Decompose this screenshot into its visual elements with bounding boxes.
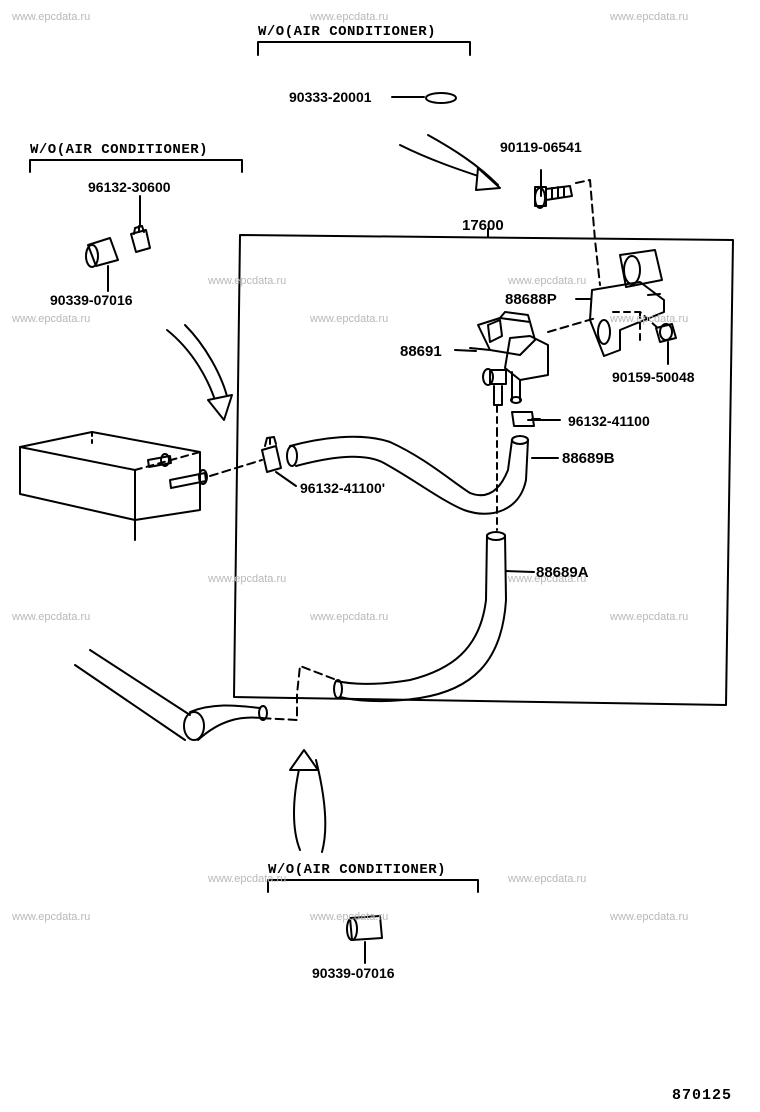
watermark: www.epcdata.ru <box>508 873 587 885</box>
watermark: www.epcdata.ru <box>12 11 91 23</box>
part-label-bracket[interactable]: 88688P <box>505 291 557 308</box>
part-label-bolt-right[interactable]: 90159-50048 <box>612 369 695 385</box>
clip-96132-41100-mid <box>261 436 282 473</box>
left-group-bracket <box>29 159 243 173</box>
hose-90339-bottom <box>346 915 383 941</box>
stud-right <box>169 469 208 489</box>
bolt-90119 <box>534 185 573 209</box>
group-label-bottom: W/O(AIR CONDITIONER) <box>268 862 447 878</box>
watermark: www.epcdata.ru <box>610 313 689 325</box>
watermark: www.epcdata.ru <box>508 275 587 287</box>
bolt-90159 <box>655 323 677 343</box>
watermark: www.epcdata.ru <box>310 611 389 623</box>
engine-block <box>19 431 201 541</box>
watermark: www.epcdata.ru <box>508 573 587 585</box>
part-label-hose-bottom[interactable]: 90339-07016 <box>312 965 395 981</box>
stud-left <box>147 453 172 468</box>
assembly-frame <box>233 234 734 706</box>
gasket-ring <box>425 92 457 104</box>
part-label-vsv[interactable]: 88691 <box>400 343 442 360</box>
watermark: www.epcdata.ru <box>310 313 389 325</box>
part-label-hose-b[interactable]: 88689B <box>562 450 615 467</box>
part-label-clip-left[interactable]: 96132-30600 <box>88 179 171 195</box>
watermark: www.epcdata.ru <box>208 873 287 885</box>
part-label-bolt-top[interactable]: 90119-06541 <box>500 139 582 155</box>
watermark: www.epcdata.ru <box>610 11 689 23</box>
watermark: www.epcdata.ru <box>12 313 91 325</box>
part-label-clip-mid[interactable]: 96132-41100' <box>300 480 386 496</box>
watermark: www.epcdata.ru <box>610 611 689 623</box>
group-label-left: W/O(AIR CONDITIONER) <box>30 142 209 158</box>
part-label-gasket[interactable]: 90333-20001 <box>289 89 372 105</box>
lower-hose-88689A <box>333 531 507 703</box>
bottom-arrow <box>293 759 327 853</box>
watermark: www.epcdata.ru <box>12 911 91 923</box>
upper-hose <box>286 435 529 515</box>
watermark: www.epcdata.ru <box>610 911 689 923</box>
watermark: www.epcdata.ru <box>310 11 389 23</box>
bracket-88688P <box>589 249 665 357</box>
part-label-clip-right[interactable]: 96132-41100 <box>568 413 650 429</box>
part-label-assembly[interactable]: 17600 <box>462 217 504 234</box>
vsv-88691 <box>469 311 549 406</box>
clip-96132-30600 <box>130 225 151 253</box>
top-group-bracket <box>257 41 471 56</box>
part-label-hose-a[interactable]: 88689A <box>536 564 589 581</box>
watermark: www.epcdata.ru <box>208 275 287 287</box>
bottom-group-bracket <box>267 879 479 893</box>
hose-90339-left <box>85 237 119 268</box>
watermark: www.epcdata.ru <box>310 911 389 923</box>
part-label-hose-left[interactable]: 90339-07016 <box>50 292 133 308</box>
group-label-top: W/O(AIR CONDITIONER) <box>258 24 437 40</box>
diagram-code: 870125 <box>672 1087 733 1104</box>
watermark: www.epcdata.ru <box>12 611 91 623</box>
intake-pipe <box>74 649 268 741</box>
watermark: www.epcdata.ru <box>208 573 287 585</box>
